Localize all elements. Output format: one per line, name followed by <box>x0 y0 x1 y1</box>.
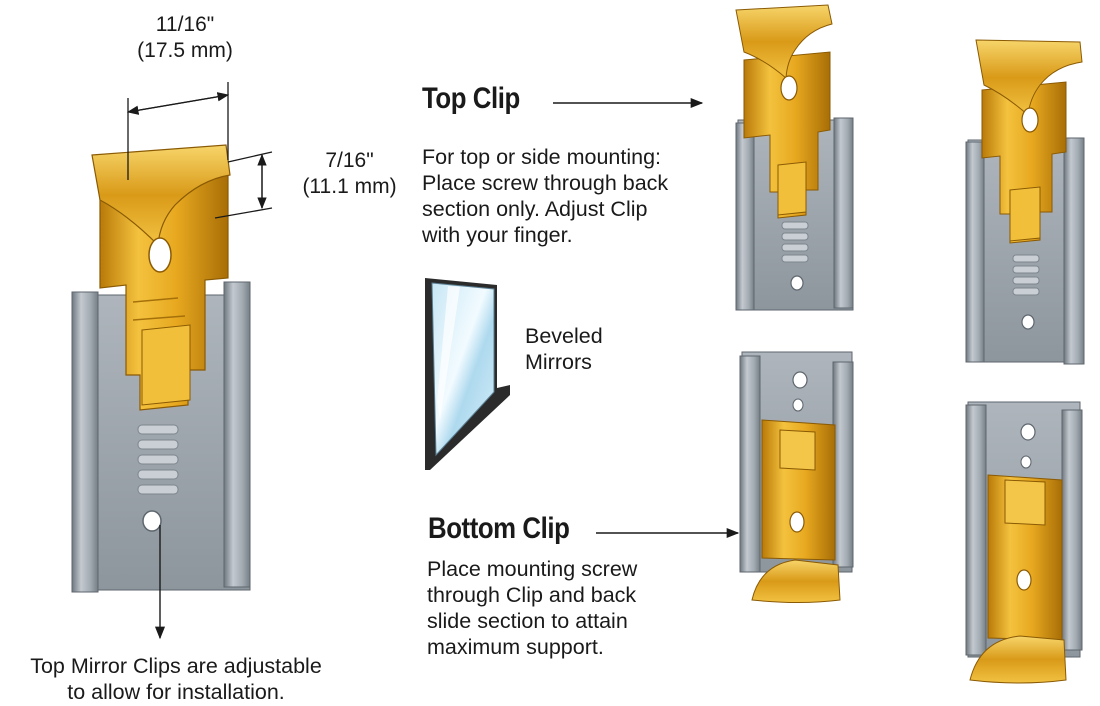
large-clip-illustration <box>71 144 251 593</box>
bottom-clip-line: through Clip and back <box>427 583 637 607</box>
top-clip-right-illustration <box>965 39 1085 365</box>
mirror-label-line: Beveled <box>525 324 603 348</box>
beveled-mirrors-label: Beveled Mirrors <box>525 323 635 375</box>
beveled-mirror-icon <box>425 278 510 470</box>
width-dimension-label: 11/16" (17.5 mm) <box>110 12 260 64</box>
width-dimension-fraction: 11/16" <box>155 13 215 36</box>
top-clip-front-illustration <box>735 4 854 311</box>
caption-line: Top Mirror Clips are adjustable <box>30 654 322 678</box>
adjustable-caption: Top Mirror Clips are adjustable to allow… <box>0 653 352 705</box>
height-dimension-metric: (11.1 mm) <box>302 175 397 198</box>
top-clip-line: For top or side mounting: <box>422 145 662 169</box>
bottom-clip-front-illustration <box>739 351 854 603</box>
dimension-lines <box>126 82 273 219</box>
top-clip-title: Top Clip <box>422 82 520 115</box>
bottom-clip-line: Place mounting screw <box>427 557 638 581</box>
caption-line: to allow for installation. <box>67 680 285 704</box>
top-clip-line: with your finger. <box>422 223 573 247</box>
bottom-clip-line: maximum support. <box>427 635 604 659</box>
bottom-clip-title: Bottom Clip <box>428 512 570 545</box>
bottom-clip-description: Place mounting screw through Clip and ba… <box>427 556 697 660</box>
top-clip-line: section only. Adjust Clip <box>422 197 648 221</box>
bottom-clip-line: slide section to attain <box>427 609 628 633</box>
width-dimension-metric: (17.5 mm) <box>137 39 233 62</box>
mirror-label-line: Mirrors <box>525 350 592 374</box>
height-dimension-fraction: 7/16" <box>325 149 374 172</box>
bottom-clip-right-illustration <box>965 401 1083 684</box>
top-clip-description: For top or side mounting: Place screw th… <box>422 144 722 248</box>
height-dimension-label: 7/16" (11.1 mm) <box>282 148 417 200</box>
top-clip-line: Place screw through back <box>422 171 669 195</box>
